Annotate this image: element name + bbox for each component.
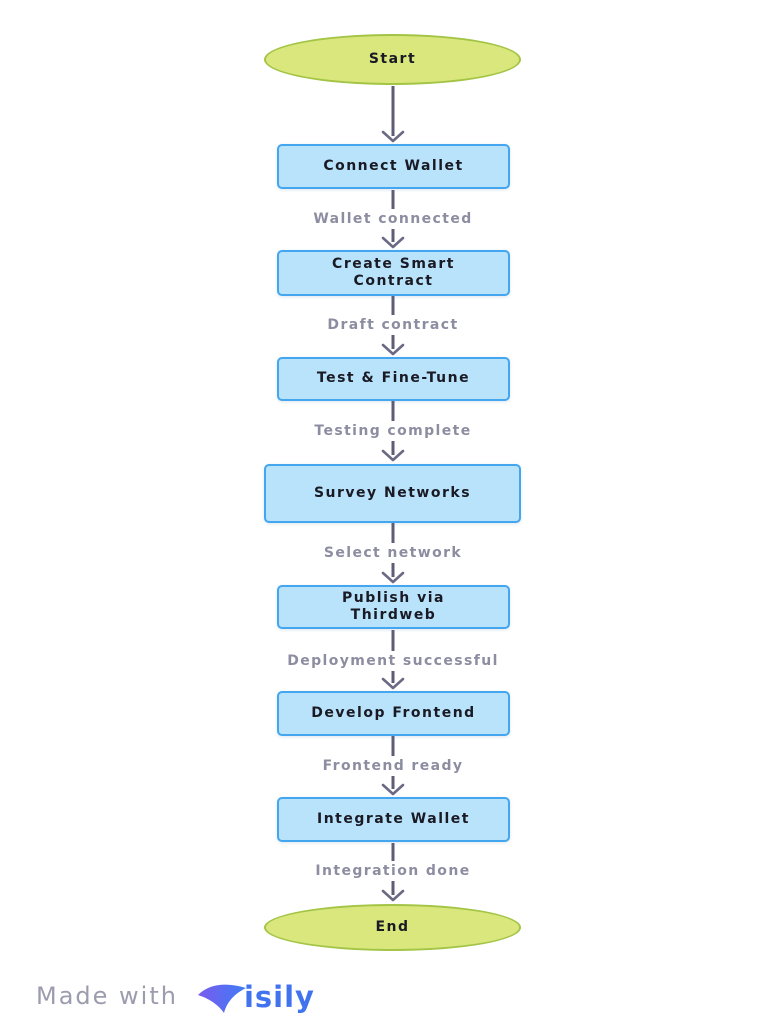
edge-label-draft-contract: Draft contract xyxy=(319,315,467,335)
node-survey-networks-label: Survey Networks xyxy=(313,484,472,501)
edge-arrow-start-to-connect-wallet xyxy=(381,86,405,143)
node-start-label: Start xyxy=(368,50,417,67)
node-create-smart-contract: Create Smart Contract xyxy=(277,250,510,296)
watermark: Made with isily xyxy=(36,980,315,1014)
edge-label-select-network: Select network xyxy=(315,543,471,563)
node-develop-frontend: Develop Frontend xyxy=(277,691,510,736)
edge-label-frontend-ready: Frontend ready xyxy=(314,756,472,776)
node-test-fine-tune: Test & Fine-Tune xyxy=(277,357,510,401)
edge-label-deployment-successful: Deployment successful xyxy=(279,651,507,671)
node-survey-networks: Survey Networks xyxy=(264,464,521,523)
visily-v-icon xyxy=(197,984,246,1013)
node-create-smart-contract-label: Create Smart Contract xyxy=(332,255,455,290)
node-integrate-wallet-label: Integrate Wallet xyxy=(317,810,470,827)
edge-label-integration-done: Integration done xyxy=(307,861,479,881)
node-end: End xyxy=(264,904,521,951)
node-test-fine-tune-label: Test & Fine-Tune xyxy=(316,370,471,387)
node-connect-wallet-label: Connect Wallet xyxy=(323,157,464,174)
node-publish-via-thirdweb-label: Publish via Thirdweb xyxy=(342,589,445,624)
node-develop-frontend-label: Develop Frontend xyxy=(311,704,476,721)
node-publish-via-thirdweb: Publish via Thirdweb xyxy=(277,585,510,629)
node-connect-wallet: Connect Wallet xyxy=(277,144,510,189)
edge-label-testing-complete: Testing complete xyxy=(306,421,480,441)
edge-label-wallet-connected: Wallet connected xyxy=(305,209,481,229)
visily-logo-text: isily xyxy=(243,980,315,1014)
node-end-label: End xyxy=(375,918,410,935)
node-integrate-wallet: Integrate Wallet xyxy=(277,797,510,842)
visily-logo: isily xyxy=(196,980,315,1014)
node-start: Start xyxy=(264,34,521,85)
made-with-text: Made with xyxy=(36,982,178,1010)
